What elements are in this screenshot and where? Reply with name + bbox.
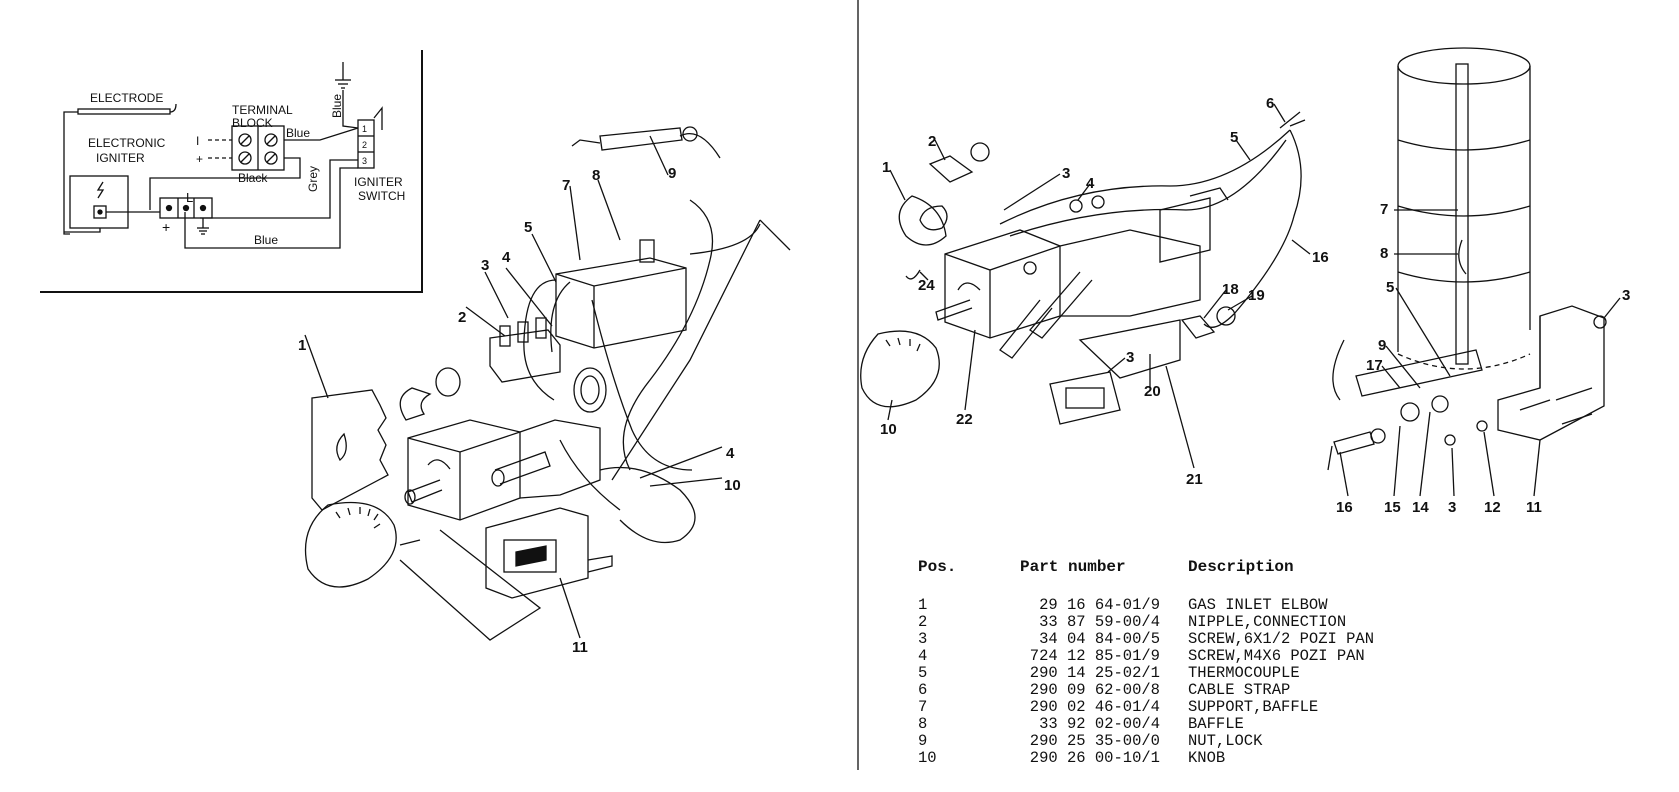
left-exploded-view bbox=[304, 126, 791, 641]
callout-left-1: 1 bbox=[298, 337, 306, 354]
table-cell-pos: 6 bbox=[918, 681, 928, 699]
callout-mid-19: 19 bbox=[1248, 287, 1265, 304]
wire-blue-top: Blue bbox=[286, 126, 310, 140]
table-cell-desc: SUPPORT,BAFFLE bbox=[1188, 698, 1319, 716]
terminal-l: L bbox=[186, 190, 193, 205]
wire-grey: Grey bbox=[306, 166, 320, 192]
table-cell-part: 290 25 35-00/0 bbox=[1029, 732, 1160, 750]
table-cell-part: 34 04 84-00/5 bbox=[1039, 630, 1160, 648]
callout-mid-24: 24 bbox=[918, 277, 935, 294]
callout-right-5: 5 bbox=[1386, 279, 1394, 296]
middle-exploded-view bbox=[860, 103, 1311, 469]
callout-right-3b: 3 bbox=[1448, 499, 1456, 516]
table-cell-desc: THERMOCOUPLE bbox=[1188, 664, 1300, 682]
callout-right-7: 7 bbox=[1380, 201, 1388, 218]
callout-mid-16: 16 bbox=[1312, 249, 1329, 266]
table-cell-desc: CABLE STRAP bbox=[1188, 681, 1291, 699]
table-cell-desc: SCREW,M4X6 POZI PAN bbox=[1188, 647, 1365, 665]
table-cell-pos: 8 bbox=[918, 715, 928, 733]
callout-mid-21: 21 bbox=[1186, 471, 1203, 488]
callout-mid-5: 5 bbox=[1230, 129, 1238, 146]
header-part-number: Part number bbox=[1020, 558, 1126, 576]
table-cell-pos: 10 bbox=[918, 749, 937, 767]
table-cell-part: 290 14 25-02/1 bbox=[1029, 664, 1160, 682]
wire-blue-bottom: Blue bbox=[254, 233, 278, 247]
table-cell-desc: NUT,LOCK bbox=[1188, 732, 1263, 750]
table-cell-pos: 9 bbox=[918, 732, 928, 750]
callout-right-3: 3 bbox=[1622, 287, 1630, 304]
right-burner-view bbox=[1327, 47, 1621, 497]
table-cell-part: 29 16 64-01/9 bbox=[1039, 596, 1160, 614]
table-cell-part: 290 02 46-01/4 bbox=[1029, 698, 1160, 716]
plus-sign-terminal: + bbox=[162, 219, 170, 235]
callout-right-17: 17 bbox=[1366, 357, 1383, 374]
table-cell-desc: BAFFLE bbox=[1188, 715, 1244, 733]
electrode-label: ELECTRODE bbox=[90, 91, 163, 105]
table-cell-part: 290 09 62-00/8 bbox=[1029, 681, 1160, 699]
header-description: Description bbox=[1188, 558, 1294, 576]
callout-right-16: 16 bbox=[1336, 499, 1353, 516]
igniter-label-1: ELECTRONIC bbox=[88, 136, 166, 150]
table-cell-pos: 7 bbox=[918, 698, 928, 716]
table-cell-desc: KNOB bbox=[1188, 749, 1226, 767]
callout-mid-10: 10 bbox=[880, 421, 897, 438]
callout-left-7: 7 bbox=[562, 177, 570, 194]
callout-left-11: 11 bbox=[572, 639, 588, 656]
callout-right-11: 11 bbox=[1526, 499, 1542, 516]
minus-sign: I bbox=[196, 134, 199, 148]
callout-mid-18: 18 bbox=[1222, 281, 1239, 298]
callout-mid-4: 4 bbox=[1086, 175, 1095, 192]
table-cell-pos: 1 bbox=[918, 596, 928, 614]
callout-right-15: 15 bbox=[1384, 499, 1401, 516]
callout-left-3: 3 bbox=[481, 257, 489, 274]
table-cell-desc: SCREW,6X1/2 POZI PAN bbox=[1188, 630, 1375, 648]
switch-pin-1: 1 bbox=[362, 124, 367, 134]
callout-left-2: 2 bbox=[458, 309, 466, 326]
switch-label-2: SWITCH bbox=[358, 189, 405, 203]
callout-right-12: 12 bbox=[1484, 499, 1501, 516]
table-cell-pos: 5 bbox=[918, 664, 928, 682]
switch-pin-2: 2 bbox=[362, 140, 367, 150]
callout-left-10: 10 bbox=[724, 477, 741, 494]
table-cell-desc: GAS INLET ELBOW bbox=[1188, 596, 1328, 614]
header-pos: Pos. bbox=[918, 558, 957, 576]
table-cell-part: 290 26 00-10/1 bbox=[1029, 749, 1160, 767]
callout-left-5: 5 bbox=[524, 219, 532, 236]
wiring-diagram bbox=[40, 50, 423, 293]
callout-mid-22: 22 bbox=[956, 411, 973, 428]
table-cell-pos: 2 bbox=[918, 613, 928, 631]
callout-mid-2: 2 bbox=[928, 133, 936, 150]
table-cell-part: 33 92 02-00/4 bbox=[1039, 715, 1160, 733]
callout-right-9: 9 bbox=[1378, 337, 1386, 354]
callout-right-14: 14 bbox=[1412, 499, 1429, 516]
table-cell-part: 724 12 85-01/9 bbox=[1029, 647, 1160, 665]
igniter-label-2: IGNITER bbox=[96, 151, 145, 165]
callout-mid-20: 20 bbox=[1144, 383, 1161, 400]
terminal-block-label-1: TERMINAL bbox=[232, 103, 293, 117]
wire-blue-vertical: Blue bbox=[330, 94, 344, 118]
switch-label-1: IGNITER bbox=[354, 175, 403, 189]
callout-mid-3: 3 bbox=[1062, 165, 1070, 182]
callout-left-4b: 4 bbox=[726, 445, 735, 462]
table-cell-desc: NIPPLE,CONNECTION bbox=[1188, 613, 1347, 631]
middle-callouts: 1 2 3 4 5 6 16 24 18 19 3 20 22 10 21 bbox=[880, 95, 1329, 488]
wire-black: Black bbox=[238, 171, 268, 185]
switch-pin-3: 3 bbox=[362, 156, 367, 166]
callout-mid-6: 6 bbox=[1266, 95, 1274, 112]
callout-left-4: 4 bbox=[502, 249, 511, 266]
table-cell-pos: 3 bbox=[918, 630, 928, 648]
right-callouts: 7 8 5 9 17 3 16 15 14 3 12 11 bbox=[1336, 201, 1630, 516]
callout-left-9: 9 bbox=[668, 165, 676, 182]
callout-mid-1: 1 bbox=[882, 159, 890, 176]
table-cell-part: 33 87 59-00/4 bbox=[1039, 613, 1160, 631]
terminal-block-label-2: BLOCK bbox=[232, 116, 273, 130]
callout-mid-3b: 3 bbox=[1126, 349, 1134, 366]
plus-sign-igniter: + bbox=[196, 152, 203, 166]
left-callouts: 1 2 3 4 5 7 8 9 4 10 11 bbox=[298, 165, 741, 656]
callout-right-8: 8 bbox=[1380, 245, 1388, 262]
table-cell-pos: 4 bbox=[918, 647, 928, 665]
callout-left-8: 8 bbox=[592, 167, 600, 184]
